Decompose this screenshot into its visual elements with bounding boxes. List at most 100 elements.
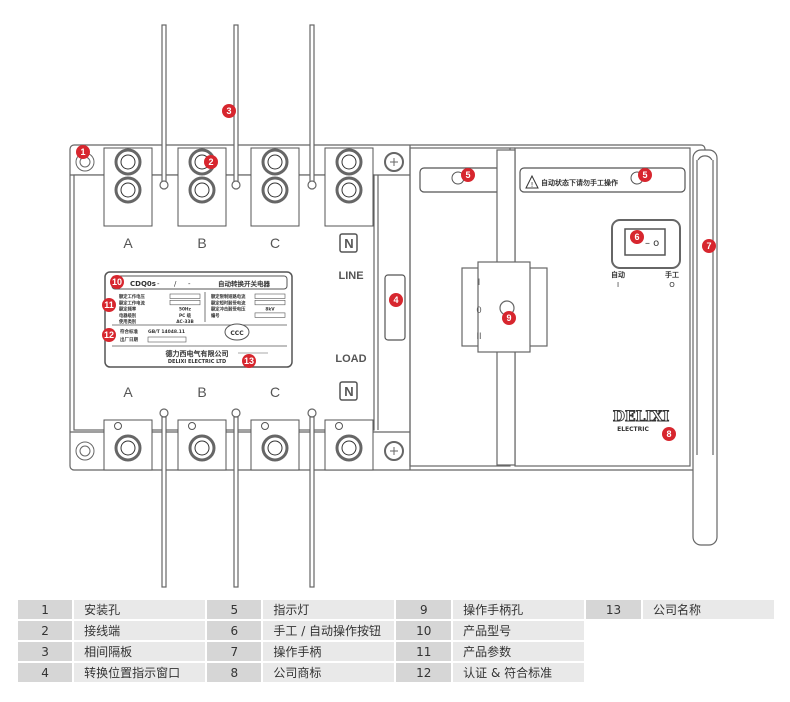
phase-barrier-rod [159,24,169,190]
load-label: LOAD [335,353,366,365]
brand-sub: ELECTRIC [617,426,649,433]
svg-text:12: 12 [104,330,114,340]
nameplate-field-label: 额定短时耐受电流 [211,299,246,306]
terminal-bottom [324,419,374,471]
phase-barrier-rod [307,408,317,588]
nameplate-field-box [169,299,201,306]
callout-marker-11: 11 [102,298,116,312]
terminal-label-c-top: C [270,235,280,251]
legend-description: 相间隔板 [74,642,206,661]
legend-number: 1 [18,600,73,619]
legend-description: 公司商标 [263,663,395,682]
nameplate-field-value: AC-33B [176,319,194,325]
handle-position-2: II [476,331,481,341]
callout-marker-5: 5 [638,168,652,182]
nameplate-field-label: 额定工作电压 [119,293,145,300]
terminal-label-b-top: B [197,235,206,251]
legend-number: 9 [396,600,452,619]
legend-empty-cell [643,621,774,640]
legend-description: 操作手柄 [263,642,395,661]
legend-description: 公司名称 [642,600,774,619]
legend-description: 认证 & 符合标准 [453,663,585,682]
brand-logo: DELIXI [613,409,670,425]
terminal-label-c-bottom: C [270,384,280,400]
phase-barrier-rod [231,408,241,588]
terminal-label-n-bottom: N [344,384,353,399]
nameplate-standard-value: GB/T 14048.11 [148,329,185,335]
svg-text:8: 8 [666,429,671,439]
legend-number: 6 [207,621,262,640]
handle-socket[interactable] [461,149,548,466]
callout-marker-4: 4 [389,293,403,307]
legend-empty-cell [586,642,641,661]
nameplate-field-label: 额定冲击耐受电压 [211,306,246,313]
legend-number: 13 [586,600,641,619]
svg-text:– o: – o [645,238,659,249]
legend-number: 5 [207,600,262,619]
legend-description: 产品型号 [453,621,585,640]
svg-text:10: 10 [112,277,122,287]
switch-label-auto-symbol: I [617,281,619,289]
phase-barrier-rod [159,408,169,588]
nameplate-product-name: 自动转换开关电器 [218,279,271,288]
nameplate-field-box [254,299,286,306]
svg-text:3: 3 [226,106,231,116]
nameplate-field-value: 8kV [265,307,275,313]
terminal-bottom [250,419,300,471]
phase-barrier-rod [231,24,241,190]
legend-empty-cell [586,621,641,640]
switch-label-auto: 自动 [611,270,625,279]
nameplate-model: CDQ0s [130,280,156,288]
terminal-top [250,147,300,227]
switch-label-manual: 手工 [665,270,679,279]
nameplate-date-label: 出厂日期 [120,336,138,343]
terminal-top [103,147,153,227]
nameplate-field-label: 额定限制短路电流 [211,293,246,300]
legend-description: 指示灯 [263,600,395,619]
nameplate-field-label: 额定频率 [119,306,137,313]
warning-text: 自动状态下请勿手工操作 [541,178,618,187]
phase-barrier-rod [307,24,317,190]
terminal-bottom [103,419,153,471]
callout-marker-5: 5 [461,168,475,182]
legend-description: 安装孔 [74,600,206,619]
legend-description: 接线端 [74,621,206,640]
switch-label-manual-symbol: O [669,281,675,289]
legend-number: 2 [18,621,73,640]
callout-marker-1: 1 [76,145,90,159]
nameplate-sep: - [157,280,160,288]
svg-text:2: 2 [208,157,213,167]
callout-marker-12: 12 [102,328,116,342]
handle-position-1: I [478,277,481,287]
legend-empty-cell [586,663,641,682]
position-indicator-window [384,274,406,341]
legend-number: 12 [396,663,452,682]
svg-text:5: 5 [465,170,470,180]
terminal-label-a-top: A [123,235,133,251]
nameplate-sep: - [188,280,191,288]
svg-text:4: 4 [393,295,398,305]
company-name-en: DELIXI ELECTRIC LTD [168,359,226,365]
legend-description: 产品参数 [453,642,585,661]
callout-marker-2: 2 [204,155,218,169]
svg-text:5: 5 [642,170,647,180]
legend-number: 10 [396,621,452,640]
callout-marker-6: 6 [630,230,644,244]
legend-description: 操作手柄孔 [453,600,585,619]
nameplate-sep: / [174,280,177,288]
callout-marker-10: 10 [110,275,124,289]
callout-marker-13: 13 [242,354,256,368]
callout-marker-9: 9 [502,311,516,325]
callout-marker-7: 7 [702,239,716,253]
svg-text:6: 6 [634,232,639,242]
ccc-mark-text: CCC [230,330,244,337]
nameplate-field-value: PC 级 [179,312,192,319]
nameplate-field-value: 50Hz [179,307,192,313]
nameplate-field-box [169,293,201,299]
nameplate-field-label: 编号 [211,312,220,319]
